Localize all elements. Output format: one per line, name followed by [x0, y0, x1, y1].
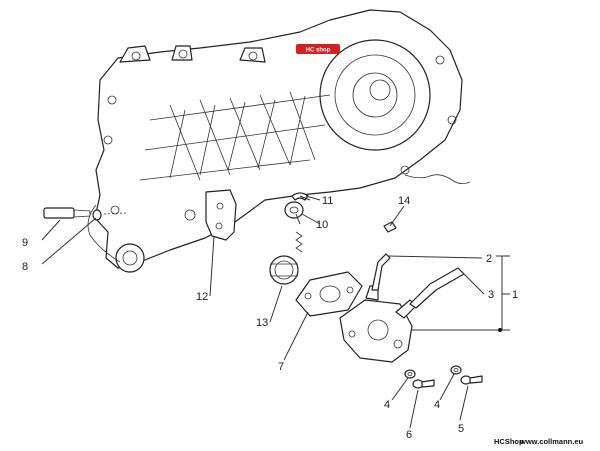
part-8-washer — [92, 209, 102, 221]
callout-5: 5 — [458, 423, 464, 435]
callout-3: 3 — [488, 289, 494, 301]
part-4-washer-b — [450, 365, 462, 375]
callout-9: 9 — [22, 237, 28, 249]
callout-4b: 4 — [434, 399, 440, 411]
callout-13: 13 — [256, 317, 268, 329]
callout-14: 14 — [398, 195, 410, 207]
part-6-screw — [412, 379, 435, 389]
part-12-bracket — [205, 189, 237, 241]
part-4-washer-a — [404, 369, 416, 379]
hcshop-logo: HC shop — [296, 44, 340, 54]
part-2-pipe — [371, 253, 391, 291]
callout-10: 10 — [316, 219, 328, 231]
svg-text:HCShop: HCShop — [494, 437, 524, 446]
part-14-bolt — [383, 221, 397, 233]
callout-6: 6 — [406, 429, 412, 441]
callout-11: 11 — [322, 195, 333, 207]
callout-4a: 4 — [384, 399, 390, 411]
crankcase-housing — [87, 9, 471, 273]
part-5-screw — [460, 375, 483, 385]
callout-8: 8 — [22, 261, 28, 273]
callout-1: 1 — [512, 289, 518, 301]
callout-12: 12 — [196, 291, 208, 303]
part-7-gasket — [295, 271, 363, 317]
part-3-hose — [409, 267, 465, 309]
callout-7: 7 — [278, 361, 284, 373]
part-9-plug — [43, 207, 91, 219]
callout-labels: 1 2 3 4 4 5 6 7 8 9 10 11 12 13 14 — [22, 195, 518, 441]
part-13-pump-gear — [269, 255, 299, 285]
footer-credit: HCShop www.collmann.eu — [494, 437, 583, 446]
leader-lines — [41, 195, 510, 429]
svg-text:HC shop: HC shop — [306, 48, 331, 54]
spring — [295, 231, 303, 253]
callout-2: 2 — [486, 253, 492, 265]
part-10-gear — [284, 201, 304, 219]
svg-text:www.collmann.eu: www.collmann.eu — [519, 437, 583, 446]
